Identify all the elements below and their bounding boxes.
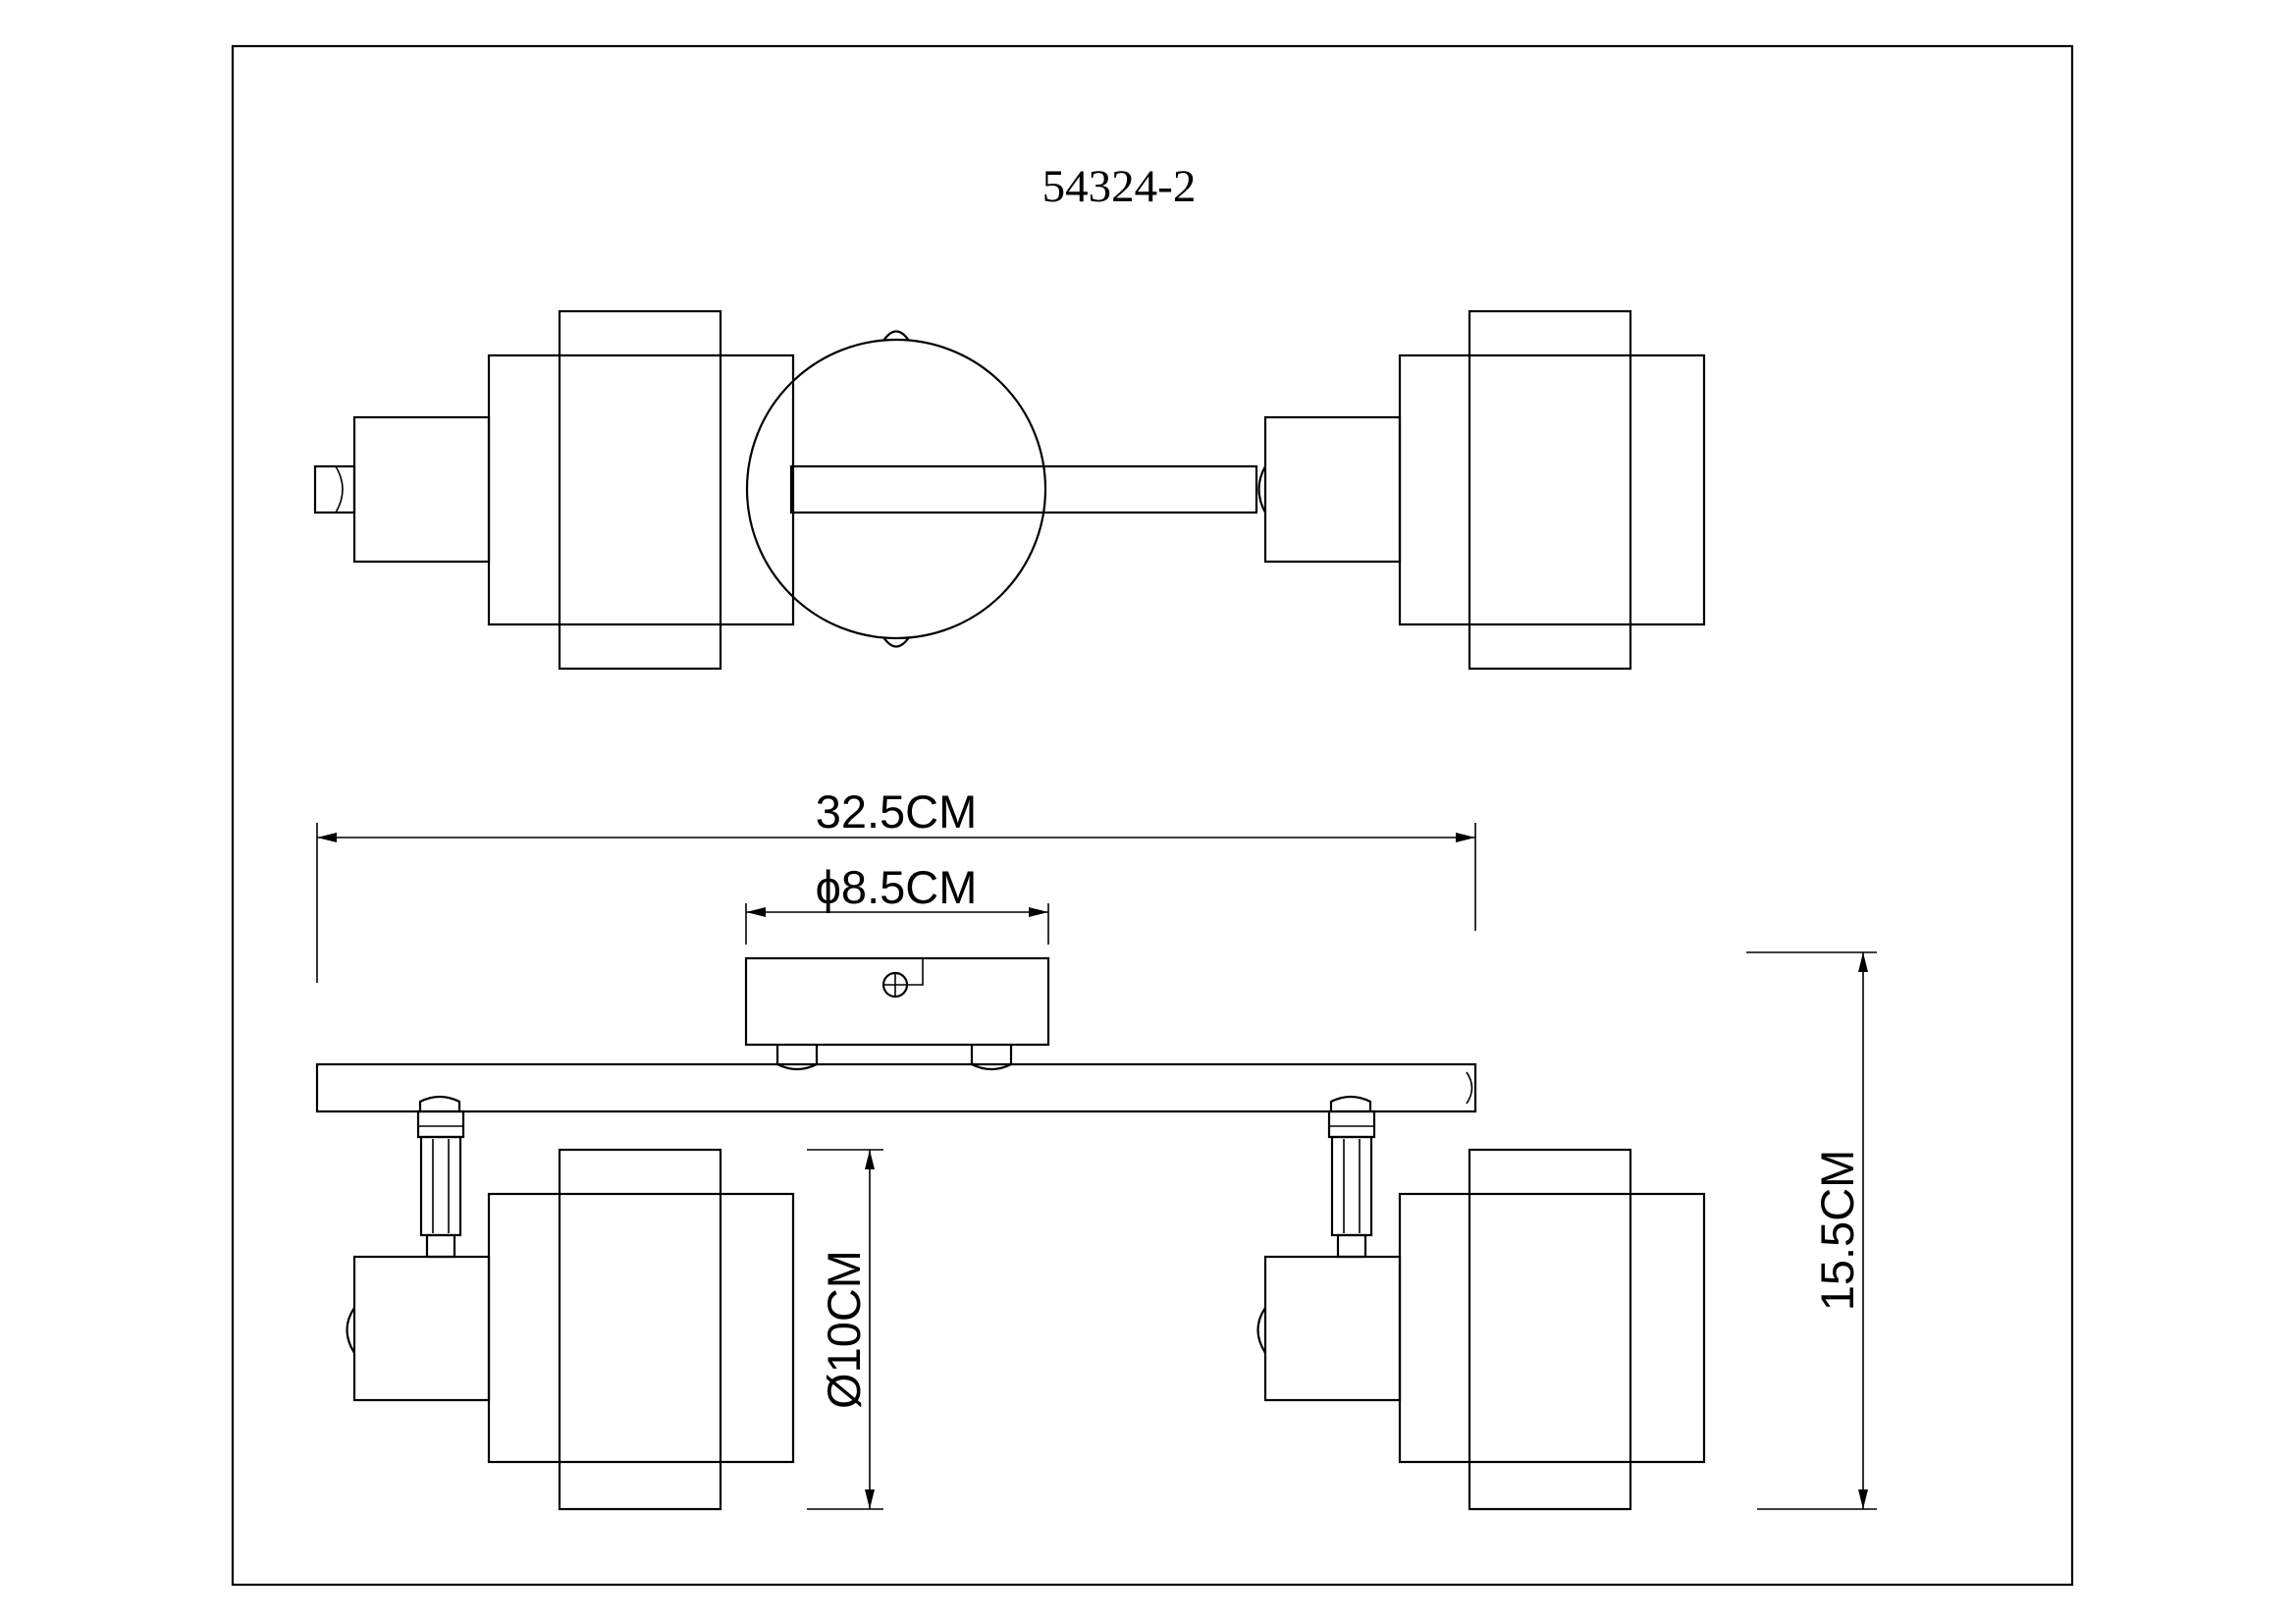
front-view-left-arm-joint [418,1095,461,1111]
drawing-frame [231,44,2074,1587]
top-view-right-body [1263,415,1402,564]
dimension-shade-diameter-label: Ø10CM [818,1250,870,1409]
dimension-total-width: 32.5CM [316,785,1476,983]
front-view-right-inner-shade [1398,1192,1706,1464]
top-view-canopy-screw-top [882,330,910,342]
front-view-right-spot [1256,1095,1706,1511]
front-view-canopy-foot-left [775,1045,819,1071]
top-view-canopy [745,338,1047,640]
front-view [315,956,1706,1511]
top-view-left-body [352,415,491,564]
front-view-right-arm-top [1327,1109,1376,1139]
front-view-left-arm [419,1135,462,1237]
top-view-left-knob [313,464,356,514]
front-view-left-spot [346,1095,795,1511]
top-view-right-spot [1257,309,1706,671]
dimension-base-diameter-label: ϕ8.5CM [816,861,978,913]
front-view-left-body [352,1255,491,1402]
top-view [313,309,1706,671]
top-view-left-spot [313,309,795,671]
front-view-left-knob [346,1307,355,1354]
top-view-bar [789,464,1258,514]
front-view-left-arm-top [416,1109,465,1139]
top-view-left-inner-shade [487,353,795,626]
front-view-right-outer-shade [1468,1148,1632,1511]
top-view-right-outer-shade [1468,309,1632,671]
front-view-right-arm-joint [1329,1095,1372,1111]
front-view-right-arm [1330,1135,1373,1237]
front-view-left-outer-shade [558,1148,722,1511]
top-view-canopy-screw-bottom [882,636,910,648]
front-view-bar [315,1062,1477,1113]
dimension-total-width-label: 32.5CM [816,785,978,838]
front-view-right-knob [1256,1307,1266,1354]
front-view-canopy [744,956,1050,1047]
top-view-right-inner-shade [1398,353,1706,626]
dimension-total-height: 15.5CM [1746,951,1877,1510]
dimension-base-diameter: ϕ8.5CM [745,861,1049,945]
model-number: 54324-2 [1042,161,1197,212]
dimension-total-height-label: 15.5CM [1811,1150,1863,1312]
dimension-shade-diameter: Ø10CM [807,1149,883,1510]
top-view-left-outer-shade [558,309,722,671]
front-view-canopy-foot-right [970,1045,1013,1071]
front-view-right-body [1263,1255,1402,1402]
front-view-left-inner-shade [487,1192,795,1464]
